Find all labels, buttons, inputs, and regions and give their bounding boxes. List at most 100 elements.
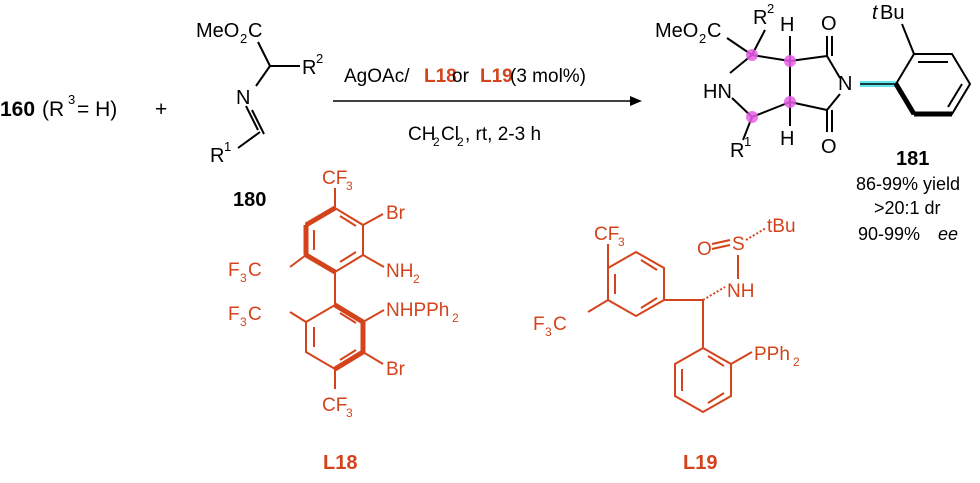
l19-cf3-top: CF [594,224,619,245]
imine-r2-sup: 2 [316,51,323,66]
arrow-solvent-ch: CH [408,124,435,145]
l19-bond-s-o-a [711,239,731,245]
l19-s: S [732,234,745,255]
bond-co2-c3 [789,101,828,111]
product-ester-sub: 2 [699,31,706,46]
l19-bond-ch-nh [702,286,726,301]
arrow-conditions: , rt, 2-3 h [465,124,541,145]
product-ee-unit: ee [938,224,958,244]
stereocenter-marker [784,55,796,67]
bond-c2-co [789,55,828,62]
product-o-top: O [821,13,837,35]
l19-pph2: PPh [754,344,790,365]
l18-cf3-left2-f: F [228,304,240,325]
l19-inner-bond [640,259,658,271]
imine-n: N [236,87,250,109]
l19-tbu: tBu [767,216,796,237]
reaction-arrow: AgOAc/ L18 or L19 (3 mol%) CH 2 Cl 2 , r… [333,66,642,149]
product-tbu-bu: Bu [880,2,904,24]
l18-nh2: NH [386,261,413,282]
l19-o: O [697,239,712,260]
l18-bond-nhpph2 [362,309,385,323]
l19-inner-bond [640,297,658,309]
compound-160-condition: (R [42,98,64,121]
l19-inner-bond [707,355,725,367]
aryl-bold-bond [893,82,917,116]
product-o-bottom: O [821,136,837,158]
product-r2: R [753,7,767,29]
imine-ester-c: C [248,20,262,42]
bond-c1-c2 [751,54,791,62]
ligand-l19-id: L19 [683,452,717,474]
product-r2-sup: 2 [767,1,774,16]
arrow-reagent-l18: L18 [424,66,457,87]
l18-bold-bond [304,205,337,228]
product-ester-meo: MeO [655,20,698,42]
l19-cf3-left-c: C [553,314,567,335]
product-r1-sup: 1 [744,134,751,149]
plus-sign: + [155,98,167,121]
l18-cf3-left1-sub: 3 [240,271,247,285]
ligand-l19: CF 3 F 3 C NH S O tBu PPh 2 L19 [533,216,800,474]
aryl-inner-bond [947,83,963,108]
product-ee-value: 90-99% [858,224,920,244]
bond-n-co2 [826,93,841,111]
l18-cf3-top-sub: 3 [346,179,353,193]
l19-inner-bond [707,392,725,404]
l19-pph2-sub: 2 [793,355,800,369]
l19-bond-s-tbu [745,227,767,241]
compound-160-id: 160 [0,98,35,121]
l19-cf3-top-sub: 3 [618,235,625,249]
compound-160-sup: 3 [68,92,75,107]
l18-nh2-sub: 2 [413,272,420,286]
bond-n-c-double-b [251,109,265,135]
l18-cf3-left1-c: C [248,260,262,281]
product-181: MeO 2 C R 2 H O t Bu HN H N O R [655,1,972,244]
l19-bond-pph2 [730,351,753,365]
l18-nhpph2: NHPPh [386,300,449,321]
l18-bond-cf3-left1 [289,254,307,268]
stereocenter-marker [746,111,758,123]
l18-bold-bond [304,252,337,275]
l18-br-top: Br [386,203,406,224]
compound-160-condition-end: = H) [77,98,117,121]
l18-cf3-bottom: CF [322,395,347,416]
l18-bond-br-bottom [362,351,384,365]
l18-bond-nh2 [362,254,385,268]
l18-nhpph2-sub: 2 [452,311,459,325]
l18-inner-bond [339,251,357,263]
l18-bold-bond [333,302,365,325]
product-h-top: H [780,14,794,36]
product-r1: R [730,140,744,162]
product-yield: 86-99% yield [856,174,960,194]
ligand-l18: CF 3 Br NH 2 F 3 C F 3 C NHPPh 2 Br CF 3… [228,168,459,474]
arrow-solvent-sub2: 2 [457,135,464,149]
l18-cf3-top: CF [322,168,347,189]
bond-ester-ca [257,41,271,67]
l18-cf3-left1-f: F [228,260,240,281]
l19-pph2-aryl-ring [674,346,732,414]
l19-bond-cf3-left [587,299,609,313]
ligand-l18-id: L18 [323,452,357,474]
l19-bond-s-o-b [711,244,731,250]
bond-n-c-double-a [245,105,259,131]
arrow-reagent-l19: L19 [480,66,513,87]
l18-cf3-left2-c: C [248,304,262,325]
arrow-reagent-agoac: AgOAc/ [344,66,410,87]
l19-cf3-left-sub: 3 [545,325,552,339]
compound-180-id: 180 [233,189,266,211]
bond-ca-n [255,65,271,87]
arrow-head [630,96,642,106]
product-tbu-t: t [872,2,879,24]
imine-r1-sup: 1 [224,139,231,154]
imine-ester-sub: 2 [240,31,247,46]
l19-nh: NH [727,281,754,302]
imine-ester-meo: MeO [196,20,239,42]
l18-inner-bond [339,312,357,324]
stereocenter-marker [746,49,758,61]
arrow-solvent-cl: Cl [441,124,459,145]
bond-c-r1 [237,131,261,149]
product-n-imide: N [838,73,852,95]
l18-bond-cf3-left2 [289,311,307,323]
